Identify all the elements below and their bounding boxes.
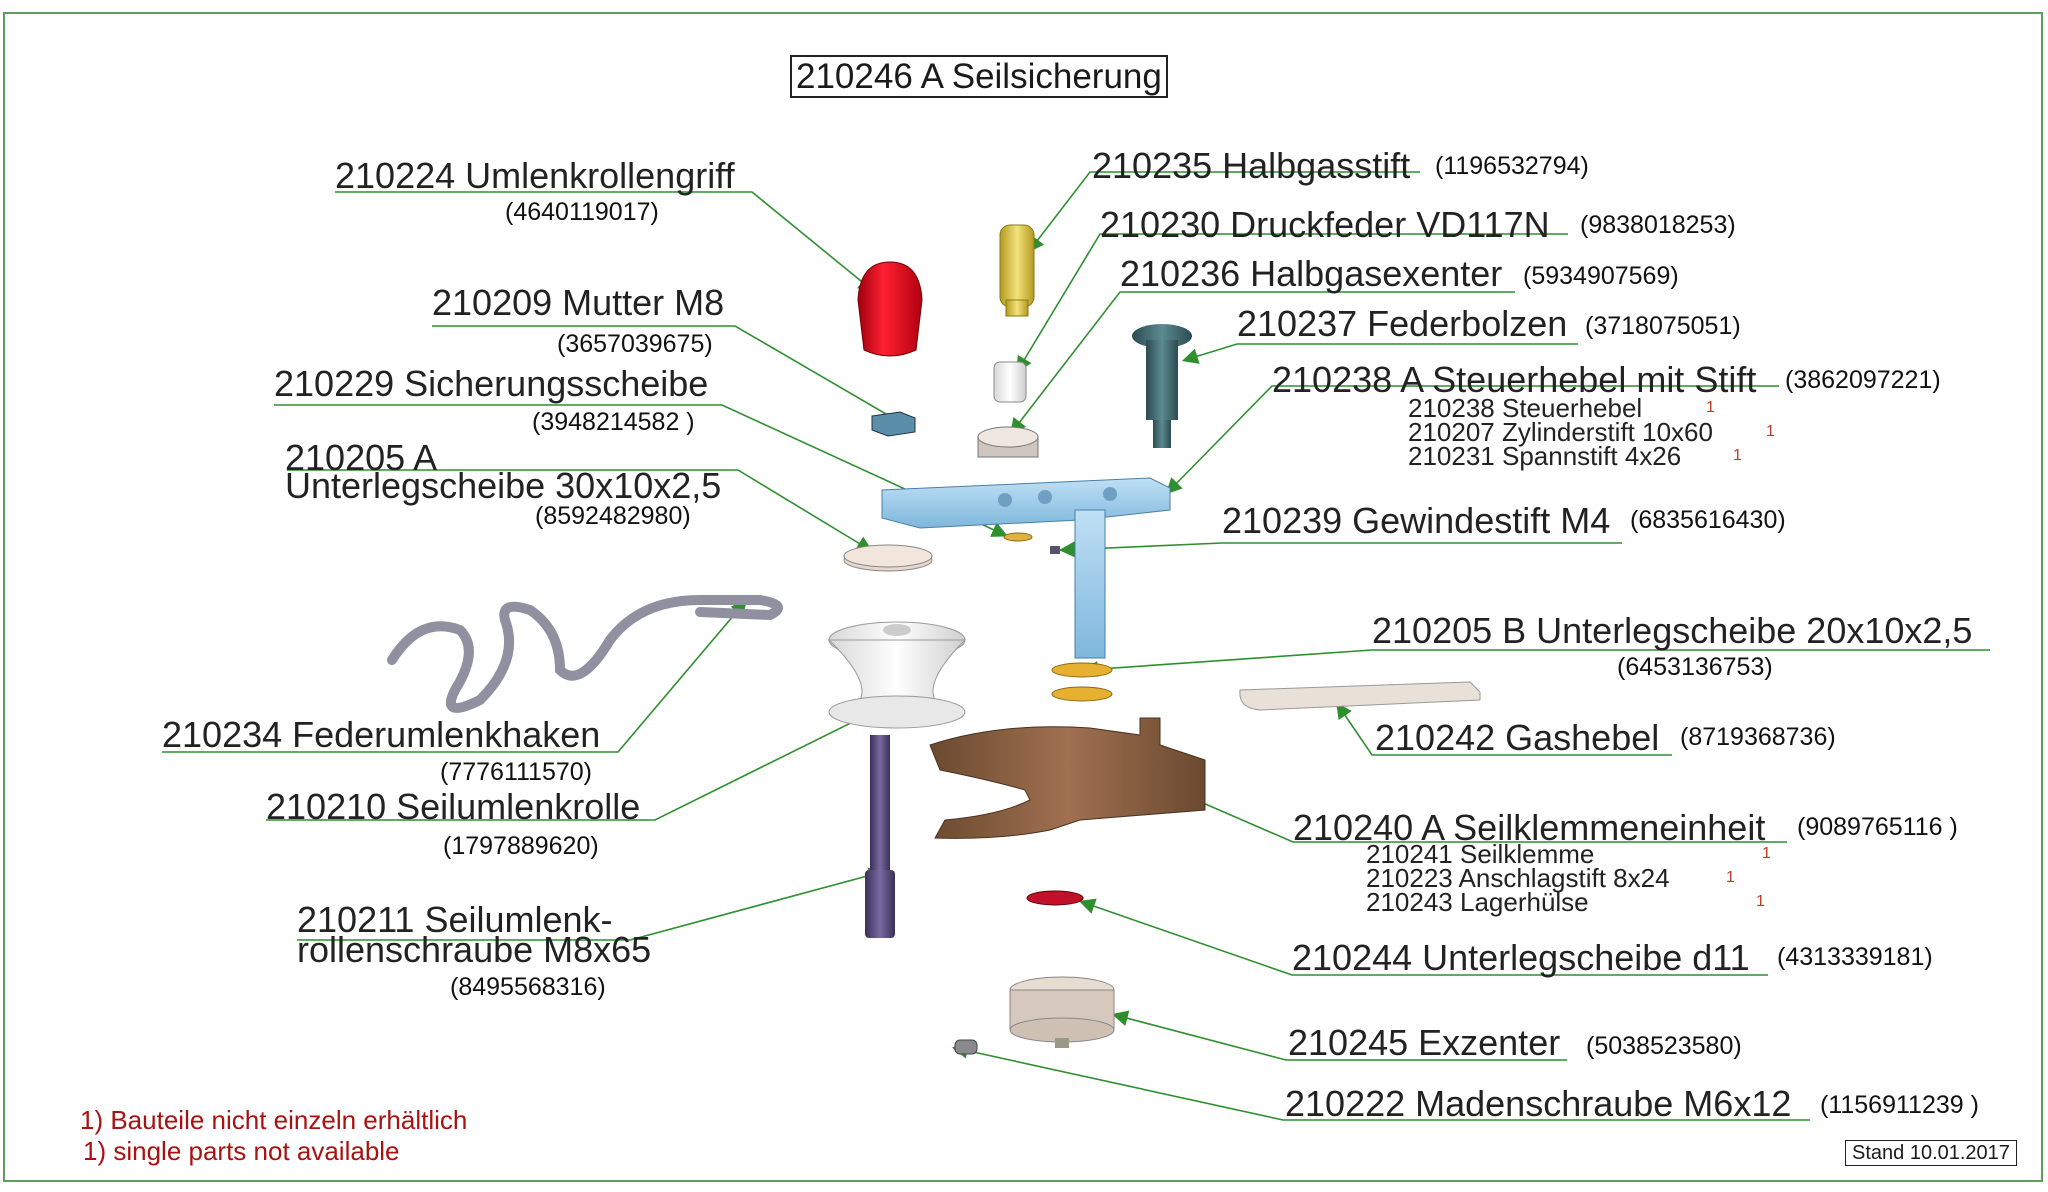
code-210242: (8719368736) (1680, 723, 1836, 751)
code-210240: (9089765116 ) (1797, 813, 1958, 841)
pulley-screw-part (865, 735, 895, 938)
note-english: 1) single parts not available (83, 1136, 400, 1166)
label-210205b: 210205 B Unterlegscheibe 20x10x2,5 (1372, 610, 1973, 651)
label-210244: 210244 Unterlegscheibe d11 (1292, 937, 1750, 978)
label-210238: 210238 A Steuerhebel mit Stift (1272, 359, 1757, 400)
label-210237: 210237 Federbolzen (1237, 303, 1568, 344)
page-title: 210246 A Seilsicherung (790, 55, 1168, 98)
spring-sleeve-part (993, 361, 1027, 403)
code-210205a: (8592482980) (535, 502, 691, 530)
code-210211: (8495568316) (450, 973, 606, 1001)
spring-hook-part (387, 595, 783, 713)
label-210242: 210242 Gashebel (1375, 717, 1660, 758)
sub-210240-1: 210223 Anschlagstift 8x24 (1366, 863, 1670, 893)
sub-210238-1: 210207 Zylinderstift 10x60 (1408, 417, 1713, 447)
label-210236: 210236 Halbgasexenter (1120, 253, 1503, 294)
code-210210: (1797889620) (443, 832, 599, 860)
drawing-frame (3, 12, 2043, 1182)
code-210209: (3657039675) (557, 330, 713, 358)
cable-clamp-unit-part (929, 717, 1206, 839)
knob-part (857, 261, 923, 357)
throttle-lever-part (1239, 681, 1481, 711)
code-210222: (1156911239 ) (1820, 1091, 1979, 1119)
leader-lines (162, 171, 1990, 1121)
sub-210240-2: 210243 Lagerhülse (1366, 887, 1589, 917)
code-210205b: (6453136753) (1617, 653, 1773, 681)
code-210224: (4640119017) (505, 198, 659, 226)
label-210209: 210209 Mutter M8 (432, 282, 725, 323)
eccentric-disc-part (977, 426, 1039, 458)
qty-210238-0: 1 (1706, 399, 1715, 416)
qty-210238-1: 1 (1766, 423, 1775, 440)
code-210239: (6835616430) (1630, 506, 1786, 534)
qty-210240-0: 1 (1762, 845, 1771, 862)
code-210245: (5038523580) (1586, 1032, 1742, 1060)
label-210205a-line1: 210205 A (285, 437, 438, 478)
note-german: 1) Bauteile nicht einzeln erhältlich (80, 1105, 468, 1135)
label-210229: 210229 Sicherungsscheibe (274, 363, 709, 404)
label-210234: 210234 Federumlenkhaken (162, 714, 601, 755)
washer-b-part (1051, 662, 1113, 702)
red-washer-part (1026, 890, 1084, 906)
label-210205a-line2: Unterlegscheibe 30x10x2,5 (285, 465, 722, 506)
sub-210240-0: 210241 Seilklemme (1366, 839, 1595, 869)
pulley-part (827, 621, 967, 729)
label-210235: 210235 Halbgasstift (1092, 145, 1411, 186)
sub-210238-2: 210231 Spannstift 4x26 (1408, 441, 1682, 471)
qty-210240-1: 1 (1726, 869, 1735, 886)
code-210230: (9838018253) (1580, 211, 1736, 239)
code-210244: (4313339181) (1777, 943, 1933, 971)
code-210229: (3948214582 ) (532, 408, 695, 436)
washer-a-part (843, 544, 933, 572)
code-210234: (7776111570) (440, 758, 592, 786)
qty-210238-2: 1 (1733, 447, 1742, 464)
sub-210238-0: 210238 Steuerhebel (1408, 393, 1643, 423)
qty-210240-2: 1 (1756, 893, 1765, 910)
label-210245: 210245 Exzenter (1288, 1022, 1561, 1063)
label-210240: 210240 A Seilklemmeneinheit (1293, 807, 1766, 848)
label-210239: 210239 Gewindestift M4 (1222, 500, 1611, 541)
label-210222: 210222 Madenschraube M6x12 (1285, 1083, 1792, 1124)
label-210211-line1: 210211 Seilumlenk- (297, 899, 613, 940)
lock-washer-part (1003, 532, 1033, 542)
label-210224: 210224 Umlenkrollengriff (335, 155, 735, 196)
label-210210: 210210 Seilumlenkrolle (266, 786, 641, 827)
code-210238: (3862097221) (1785, 366, 1941, 394)
label-210230: 210230 Druckfeder VD117N (1100, 204, 1550, 245)
code-210236: (5934907569) (1523, 262, 1679, 290)
pin-part (999, 224, 1035, 317)
code-210235: (1196532794) (1435, 152, 1589, 180)
label-210211-line2: rollenschraube M8x65 (297, 929, 652, 970)
code-210237: (3718075051) (1585, 312, 1741, 340)
revision-date-box: Stand 10.01.2017 (1845, 1140, 2017, 1166)
eccentric-part (1009, 976, 1115, 1048)
nut-part (871, 411, 916, 437)
grub-screw-part (954, 1039, 978, 1055)
set-screw-part (1050, 546, 1060, 554)
control-lever-part (881, 477, 1171, 659)
spring-bolt-part (1132, 324, 1192, 448)
